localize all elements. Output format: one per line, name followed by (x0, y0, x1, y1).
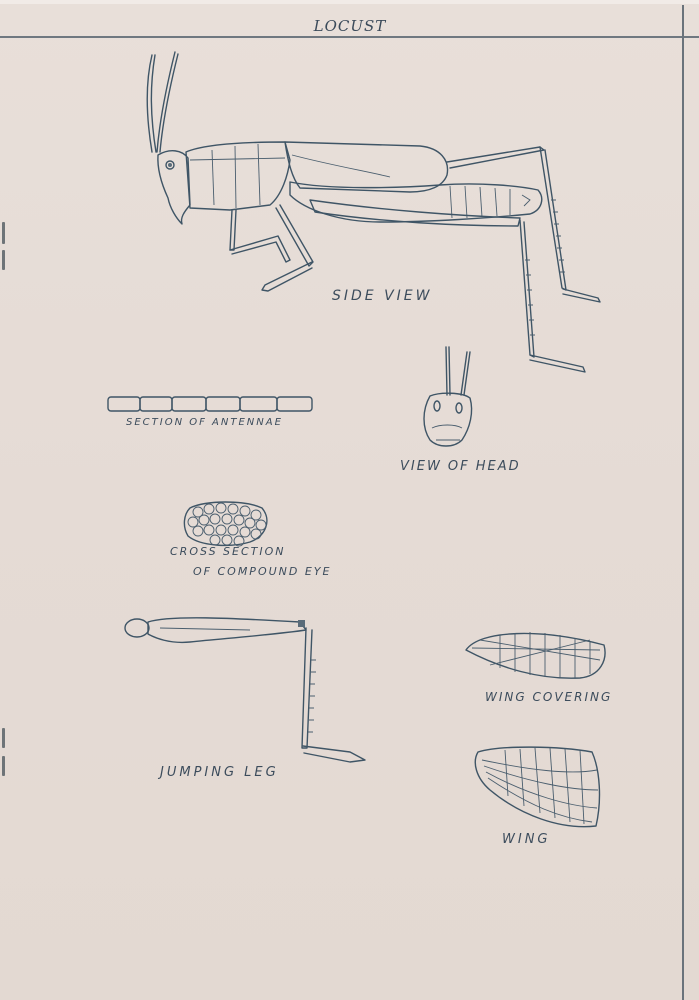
margin-rule (682, 5, 684, 1000)
compound-eye-label-line2: OF COMPOUND EYE (193, 565, 332, 578)
antennae-label: SECTION OF ANTENNAE (126, 417, 283, 428)
binding-staple (2, 756, 5, 776)
binding-staple (2, 250, 5, 270)
binding-staple (2, 728, 5, 748)
wing-covering-label: WING COVERING (485, 690, 613, 704)
wing-illustration (474, 746, 601, 828)
page-title: LOCUST (313, 17, 387, 35)
compound-eye-illustration (183, 501, 268, 547)
compound-eye-label-line1: CROSS SECTION (170, 545, 286, 558)
wing-covering-illustration (465, 632, 606, 679)
antennae-section-illustration (107, 396, 313, 412)
binding-staple (2, 222, 5, 244)
page-top-edge (0, 0, 699, 4)
jumping-leg-illustration (124, 617, 366, 763)
locust-side-view-illustration (146, 51, 601, 373)
side-view-label: SIDE VIEW (332, 288, 433, 304)
head-view-illustration (423, 346, 473, 447)
head-view-label: VIEW OF HEAD (400, 459, 521, 474)
header-rule (0, 36, 699, 38)
jumping-leg-label: JUMPING LEG (160, 765, 279, 780)
wing-label: WING (502, 832, 551, 847)
